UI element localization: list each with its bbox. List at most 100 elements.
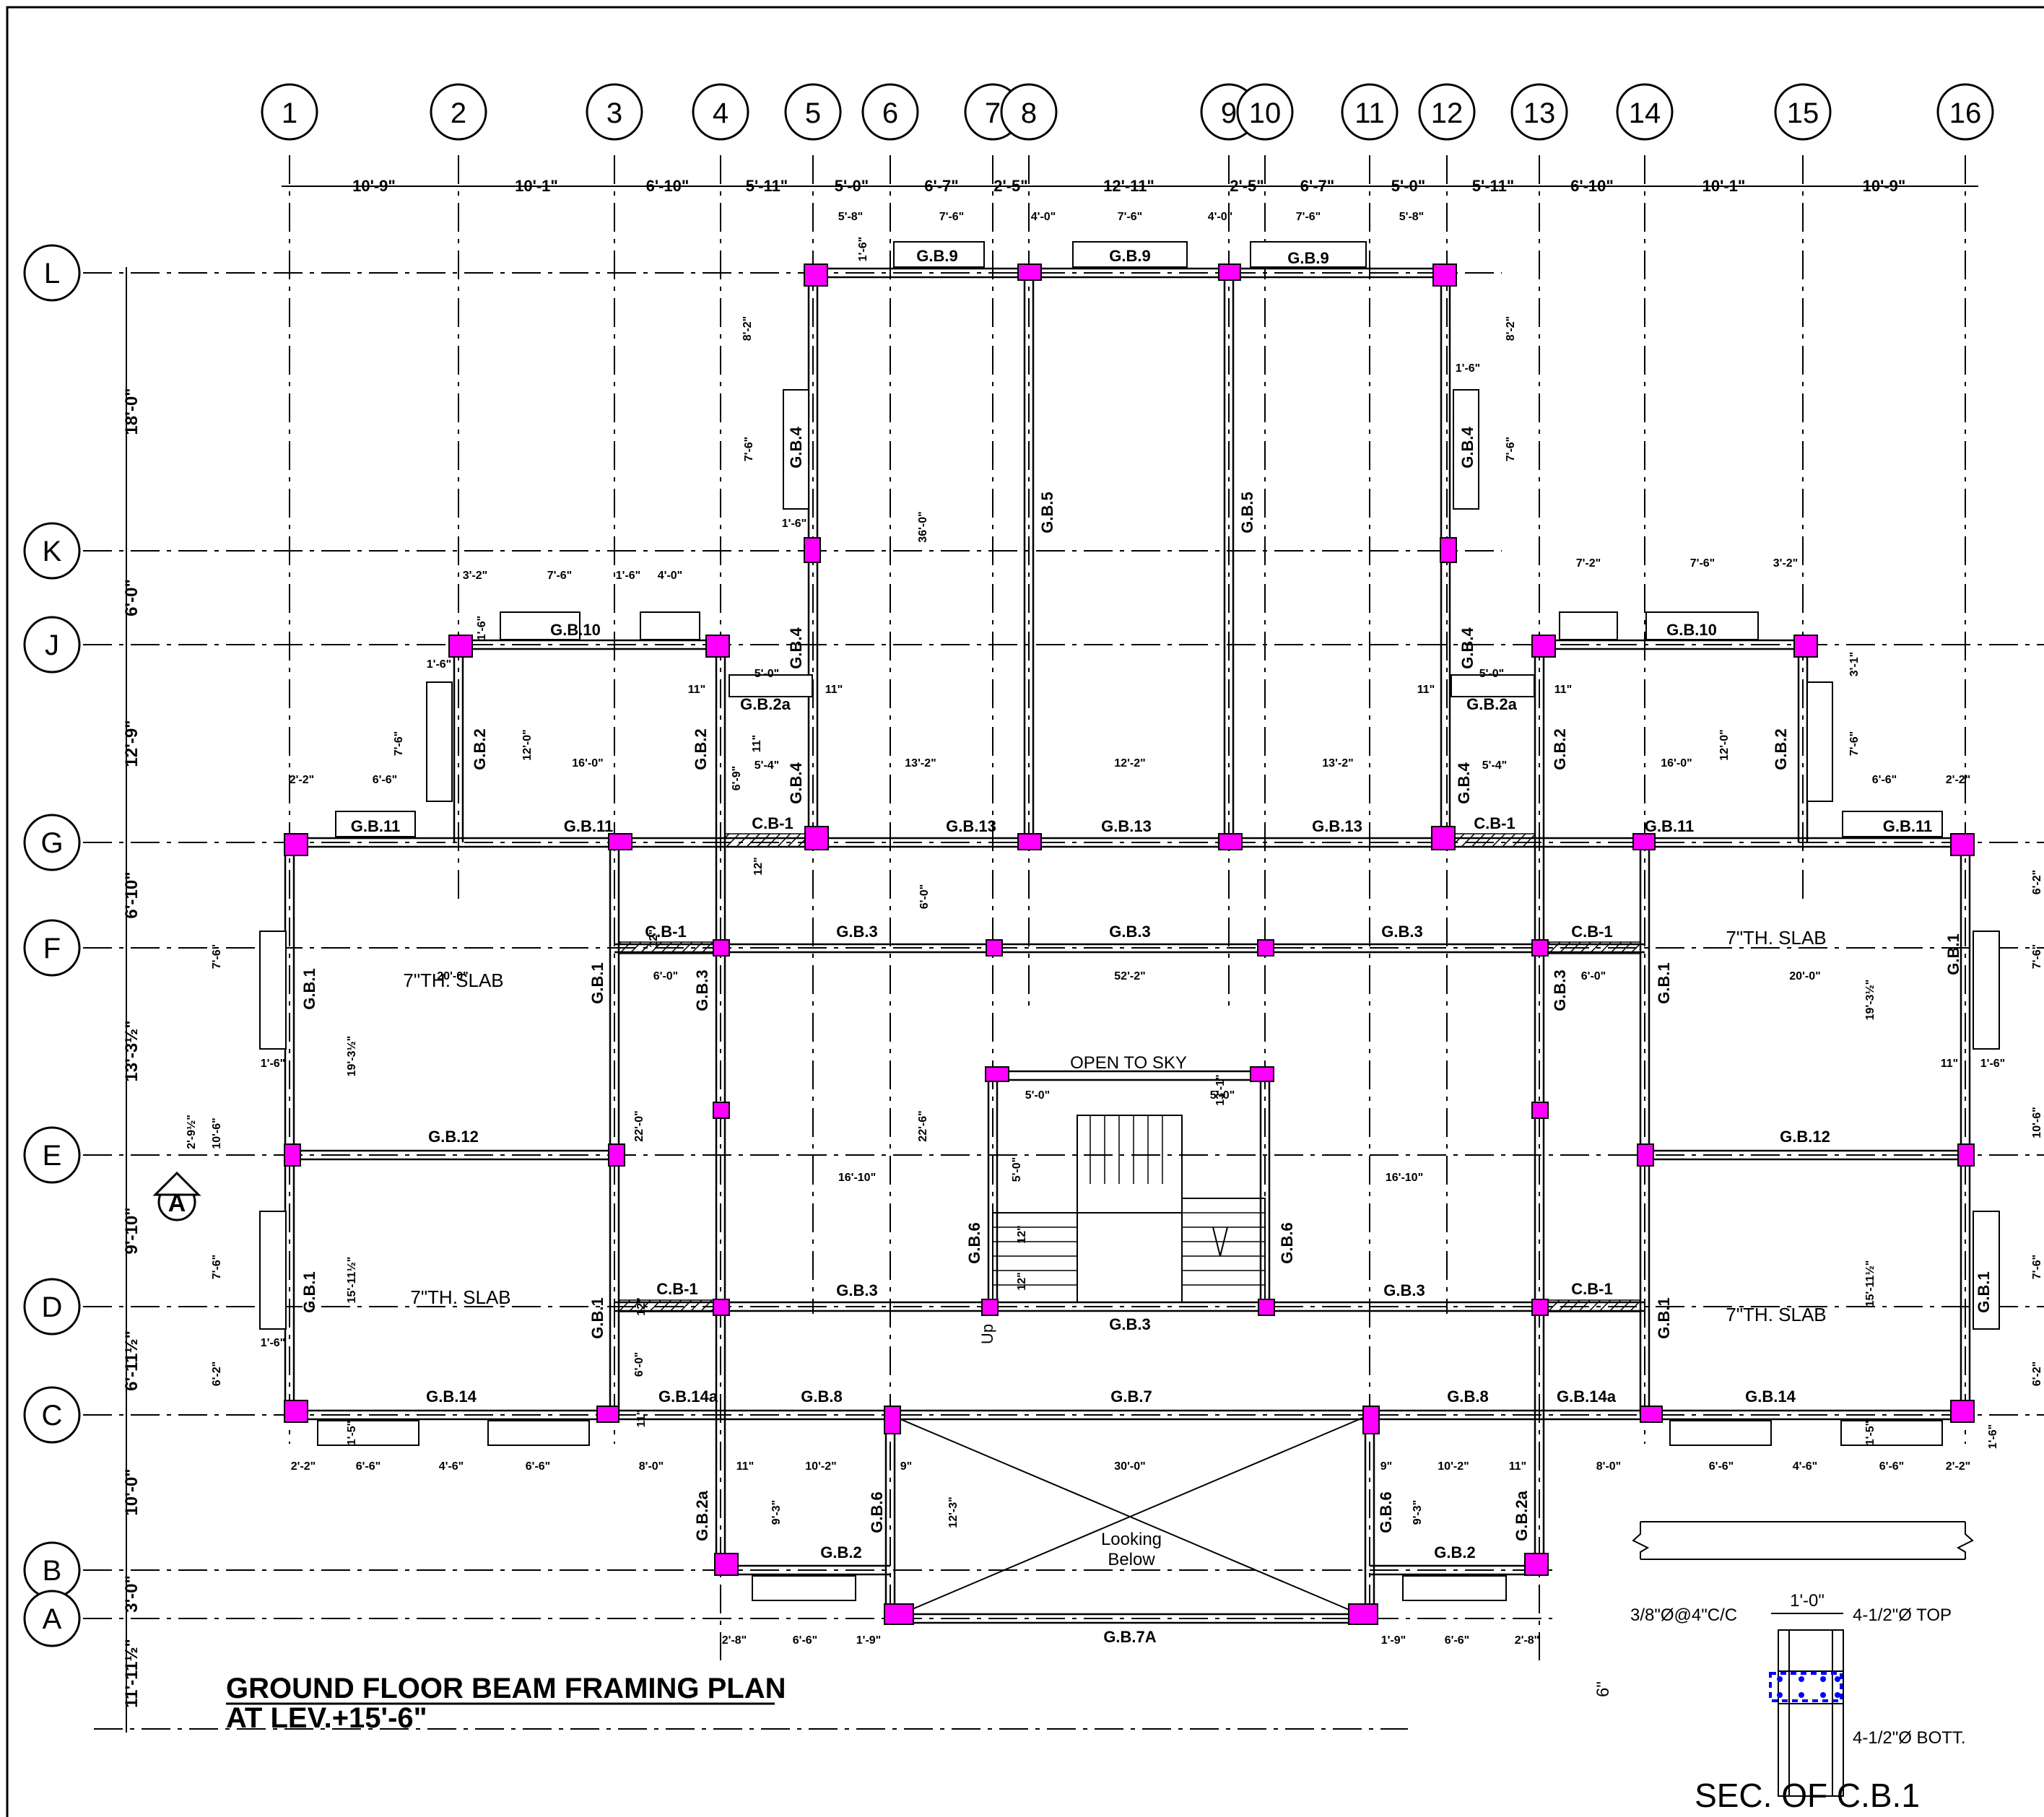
svg-text:7'-6": 7'-6" xyxy=(743,437,755,462)
top-dim-9: 2'-5" xyxy=(1230,177,1264,195)
label-gb6-c: G.B.6 xyxy=(868,1491,886,1533)
label-gb4-b: G.B.4 xyxy=(1458,427,1477,469)
svg-text:7'-6": 7'-6" xyxy=(211,1255,223,1280)
left-dim-1: 18'-0" xyxy=(122,388,142,435)
svg-text:G: G xyxy=(40,827,63,859)
svg-text:16'-10": 16'-10" xyxy=(1386,1172,1423,1184)
svg-text:19'-3½": 19'-3½" xyxy=(346,1036,358,1077)
svg-text:A: A xyxy=(168,1190,186,1217)
svg-text:2'-2": 2'-2" xyxy=(1946,774,1971,786)
svg-text:6'-6": 6'-6" xyxy=(1445,1634,1470,1647)
svg-text:6: 6 xyxy=(882,97,898,129)
label-gb1-d: G.B.1 xyxy=(1944,933,1962,975)
svg-text:1'-9": 1'-9" xyxy=(856,1634,882,1647)
svg-text:1'-6": 1'-6" xyxy=(1987,1424,1999,1450)
label-gb3-b: G.B.3 xyxy=(1109,923,1150,941)
label-gb5-b: G.B.5 xyxy=(1238,492,1256,533)
left-dim-4: 6'-10" xyxy=(122,871,142,918)
top-dimension-texts: 10'-9"10'-1"6'-10"5'-11"5'-0"6'-7"2'-5"1… xyxy=(352,177,1905,195)
svg-text:8'-0": 8'-0" xyxy=(639,1460,664,1473)
svg-text:1'-6": 1'-6" xyxy=(1980,1058,2006,1070)
plan-title-line1: GROUND FLOOR BEAM FRAMING PLAN xyxy=(226,1673,786,1704)
svg-text:12": 12" xyxy=(752,857,765,875)
svg-text:22'-6": 22'-6" xyxy=(917,1110,929,1141)
row-bubble-D: D xyxy=(23,1278,81,1335)
label-cb1-f: C.B-1 xyxy=(1571,1280,1612,1298)
svg-text:2'-2": 2'-2" xyxy=(290,774,315,786)
label-gb13-b: G.B.13 xyxy=(1101,817,1152,835)
column-bubble-8: 8 xyxy=(1000,83,1058,141)
label-gb3-e: G.B.3 xyxy=(1383,1281,1425,1299)
svg-text:6'-2": 6'-2" xyxy=(2031,1361,2043,1387)
label-gb9-c: G.B.9 xyxy=(1287,249,1328,267)
label-gb4-c: G.B.4 xyxy=(787,627,805,669)
svg-text:11": 11" xyxy=(1941,1058,1959,1070)
svg-text:2: 2 xyxy=(451,97,466,129)
left-dim-3: 12'-9" xyxy=(122,720,142,767)
svg-text:5'-0": 5'-0" xyxy=(1210,1089,1235,1102)
sheet-border xyxy=(6,6,2044,1817)
svg-text:6": 6" xyxy=(1593,1681,1613,1697)
label-gb2-v-b: G.B.2 xyxy=(692,728,710,770)
svg-text:6'-6": 6'-6" xyxy=(1879,1460,1905,1473)
horizontal-gridlines xyxy=(83,272,2044,1730)
svg-text:16'-0": 16'-0" xyxy=(572,757,603,770)
column-bubble-11: 11 xyxy=(1341,83,1399,141)
svg-text:4-1/2"Ø BOTT.: 4-1/2"Ø BOTT. xyxy=(1853,1728,1966,1748)
svg-text:4'-6": 4'-6" xyxy=(439,1460,464,1473)
svg-text:3'-2": 3'-2" xyxy=(1773,557,1799,570)
svg-text:1: 1 xyxy=(282,97,297,129)
svg-text:12": 12" xyxy=(1016,1225,1028,1243)
beam-label-boxes xyxy=(259,241,2000,1601)
slab-label-1: 7"TH. SLAB xyxy=(403,969,503,991)
svg-text:1'-6": 1'-6" xyxy=(857,237,869,262)
svg-text:2'-2": 2'-2" xyxy=(1946,1460,1971,1473)
label-gb3-c: G.B.3 xyxy=(1381,923,1422,941)
label-gb3-v-a: G.B.3 xyxy=(693,969,711,1011)
svg-text:6'-2": 6'-2" xyxy=(211,1361,223,1387)
svg-text:7'-6": 7'-6" xyxy=(393,731,405,757)
plan-title: GROUND FLOOR BEAM FRAMING PLAN AT LEV.+1… xyxy=(226,1673,786,1734)
label-gb11-b: G.B.11 xyxy=(564,817,613,835)
top-dim-6: 6'-7" xyxy=(924,177,958,195)
label-gb2-a: G.B.2 xyxy=(820,1543,861,1561)
svg-text:52'-2": 52'-2" xyxy=(1114,970,1145,982)
label-gb2a-v-b: G.B.2a xyxy=(1513,1490,1531,1541)
svg-text:12'-0": 12'-0" xyxy=(521,729,534,760)
label-gb8-b: G.B.8 xyxy=(1447,1387,1488,1406)
svg-text:7'-6": 7'-6" xyxy=(547,570,573,582)
label-cb1-b: C.B-1 xyxy=(1474,814,1515,832)
svg-text:16: 16 xyxy=(1949,97,1982,129)
row-bubble-E: E xyxy=(23,1126,81,1184)
label-gb9-b: G.B.9 xyxy=(1109,247,1150,265)
label-gb3-d: G.B.3 xyxy=(836,1281,877,1299)
svg-text:12'-3": 12'-3" xyxy=(947,1496,960,1528)
svg-text:9: 9 xyxy=(1221,97,1237,129)
svg-text:3'-2": 3'-2" xyxy=(463,570,488,582)
label-gb14-b: G.B.14 xyxy=(1745,1387,1796,1406)
left-dim-5: 13'-3½" xyxy=(122,1020,142,1081)
label-gb13-c: G.B.13 xyxy=(1312,817,1362,835)
svg-text:13'-1": 13'-1" xyxy=(1214,1074,1227,1105)
svg-text:8'-2": 8'-2" xyxy=(1505,316,1517,341)
label-gb2-v-d: G.B.2 xyxy=(1772,728,1790,770)
svg-text:1'-6": 1'-6" xyxy=(782,518,807,530)
top-dim-7: 2'-5" xyxy=(993,177,1027,195)
svg-text:8'-2": 8'-2" xyxy=(742,316,754,341)
label-gb11-a: G.B.11 xyxy=(351,817,400,835)
svg-text:6'-0": 6'-0" xyxy=(918,884,931,910)
svg-text:10'-2": 10'-2" xyxy=(805,1460,836,1473)
columns xyxy=(284,263,1975,1625)
label-gb4-a: G.B.4 xyxy=(787,427,805,469)
label-gb9-a: G.B.9 xyxy=(916,247,957,265)
svg-text:15'-11½": 15'-11½" xyxy=(346,1257,358,1304)
top-dim-5: 5'-0" xyxy=(835,177,869,195)
column-bubble-1: 1 xyxy=(261,83,318,141)
row-bubble-L: L xyxy=(23,244,81,302)
svg-text:6'-0": 6'-0" xyxy=(633,1352,645,1377)
top-dim-14: 10'-1" xyxy=(1702,177,1746,195)
left-dim-9: 3'-0" xyxy=(122,1575,142,1613)
svg-text:11": 11" xyxy=(1554,684,1573,696)
cb1-hatches xyxy=(618,833,1641,1312)
